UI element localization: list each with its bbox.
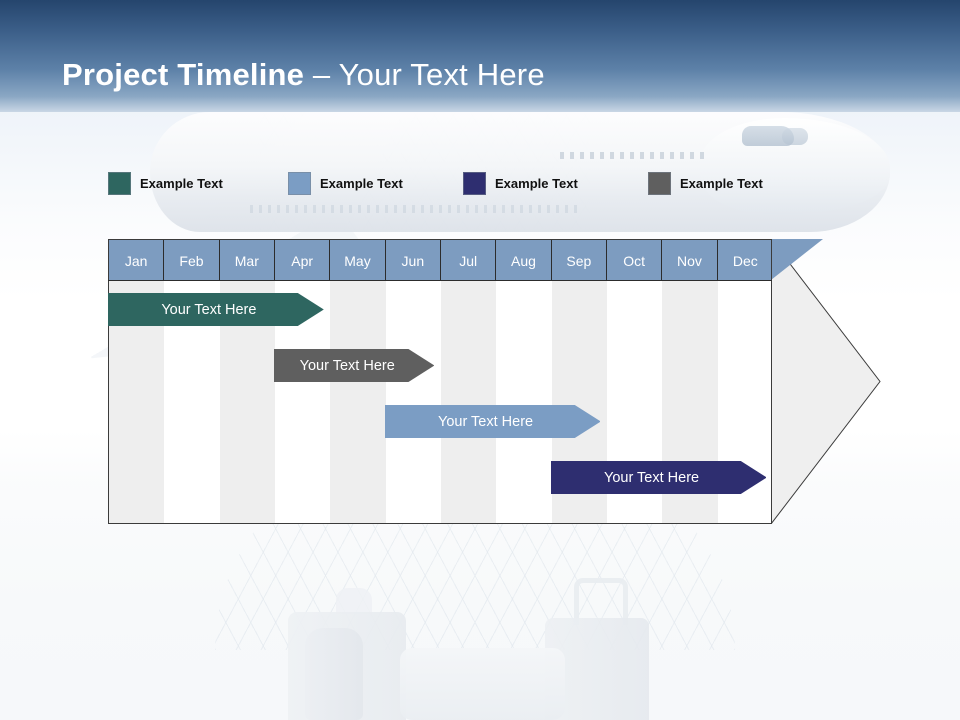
cockpit-window <box>742 126 794 146</box>
timeline-bar-shape <box>384 405 601 438</box>
legend-item-2: Example Text <box>288 170 403 196</box>
month-header-aug[interactable]: Aug <box>496 240 552 281</box>
page-title-bold: Project Timeline <box>62 57 305 92</box>
timeline-column-jan[interactable]: Jan <box>109 240 165 523</box>
timeline-bar-label: Your Text Here <box>299 357 395 374</box>
timeline-column-mar[interactable]: Mar <box>219 240 275 523</box>
month-header-jan[interactable]: Jan <box>109 240 165 281</box>
legend-item-label: Example Text <box>495 175 578 191</box>
timeline-bar-label: Your Text Here <box>603 469 700 486</box>
month-header-sep[interactable]: Sep <box>551 240 607 281</box>
month-header-feb[interactable]: Feb <box>164 240 220 281</box>
month-header-dec[interactable]: Dec <box>717 240 771 281</box>
header-underline <box>108 280 772 281</box>
suitcase-handle <box>574 578 628 625</box>
legend-item-label: Example Text <box>140 175 223 191</box>
legend-swatch-icon <box>288 171 311 195</box>
legend: Example Text Example Text Example Text Exam… <box>108 170 808 196</box>
legend-item-4: Example Text <box>648 170 763 196</box>
cabin-windows-rear <box>250 205 580 213</box>
timeline-column-feb[interactable]: Feb <box>164 240 220 523</box>
timeline-bar-shape <box>108 293 324 326</box>
month-header-oct[interactable]: Oct <box>607 240 663 281</box>
timeline-bar-label: Your Text Here <box>161 301 257 318</box>
month-header-apr[interactable]: Apr <box>275 240 331 281</box>
luggage-top <box>336 588 372 614</box>
timeline-column-jul[interactable]: Jul <box>441 240 497 523</box>
timeline-bar-1[interactable]: Your Text Here <box>108 293 324 326</box>
month-header-mar[interactable]: Mar <box>219 240 275 281</box>
timeline-bar-4[interactable]: Your Text Here <box>550 461 767 494</box>
cockpit-window-secondary <box>782 128 808 145</box>
timeline-column-may[interactable]: May <box>330 240 386 523</box>
page-title: Project Timeline – Your Text Here <box>62 57 545 93</box>
legend-item-label: Example Text <box>680 175 763 191</box>
title-band <box>0 0 960 112</box>
legend-item-label: Example Text <box>320 175 403 191</box>
suitcase-front <box>400 648 565 720</box>
timeline-column-aug[interactable]: Aug <box>496 240 552 523</box>
legend-swatch-icon <box>108 171 131 195</box>
legend-swatch-icon <box>463 171 486 195</box>
month-header-nov[interactable]: Nov <box>662 240 718 281</box>
timeline-arrow-head <box>771 239 881 524</box>
legend-swatch-icon <box>648 171 671 195</box>
timeline-bar-3[interactable]: Your Text Here <box>384 405 601 438</box>
month-header-jul[interactable]: Jul <box>441 240 497 281</box>
timeline-bar-shape <box>550 461 767 494</box>
cabin-windows <box>560 152 710 159</box>
golf-bag <box>305 628 363 720</box>
timeline-column-jun[interactable]: Jun <box>385 240 441 523</box>
timeline-bar-shape <box>274 349 435 382</box>
legend-item-3: Example Text <box>463 170 578 196</box>
page-title-rest: – Your Text Here <box>304 57 545 92</box>
month-header-may[interactable]: May <box>330 240 386 281</box>
timeline-bar-2[interactable]: Your Text Here <box>274 349 435 382</box>
legend-item-1: Example Text <box>108 170 223 196</box>
timeline-bar-label: Your Text Here <box>437 413 534 430</box>
timeline-column-apr[interactable]: Apr <box>275 240 331 523</box>
month-header-jun[interactable]: Jun <box>385 240 441 281</box>
